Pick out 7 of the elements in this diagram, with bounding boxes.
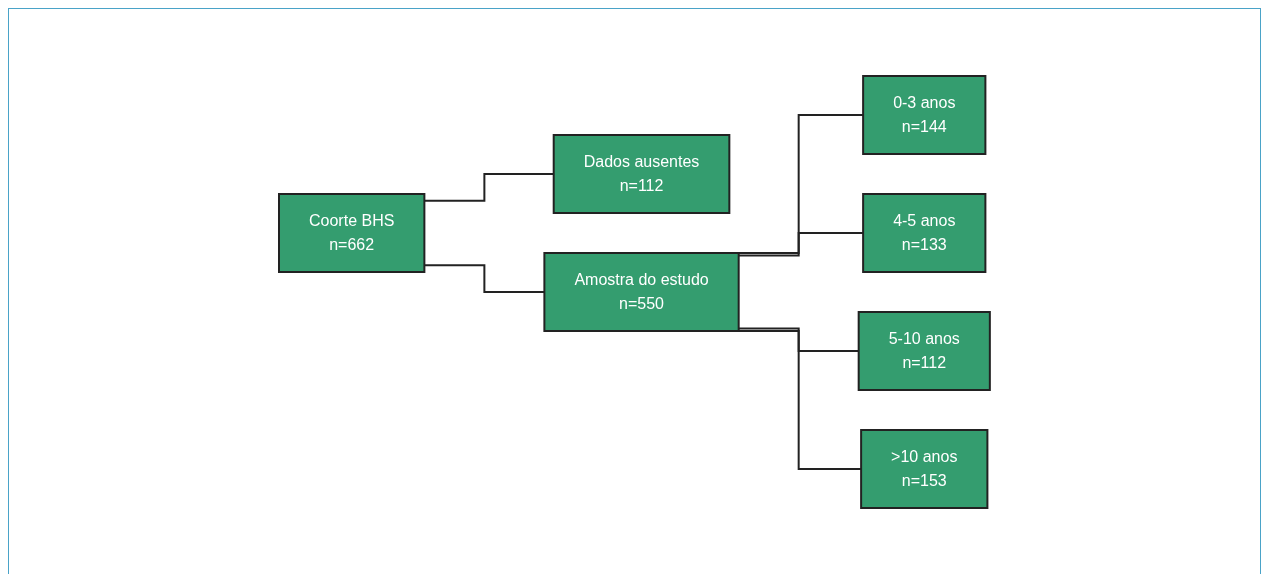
- node-box: 0-3 anos n=144: [862, 74, 987, 155]
- node-box: 5-10 anos n=112: [857, 310, 991, 391]
- node-box: 4-5 anos n=133: [862, 192, 987, 273]
- node-box: Amostra do estudo n=550: [543, 251, 740, 332]
- node-box: Coorte BHS n=662: [278, 192, 426, 273]
- node-box: >10 anos n=153: [860, 428, 989, 509]
- node-box: Dados ausentes n=112: [552, 133, 731, 214]
